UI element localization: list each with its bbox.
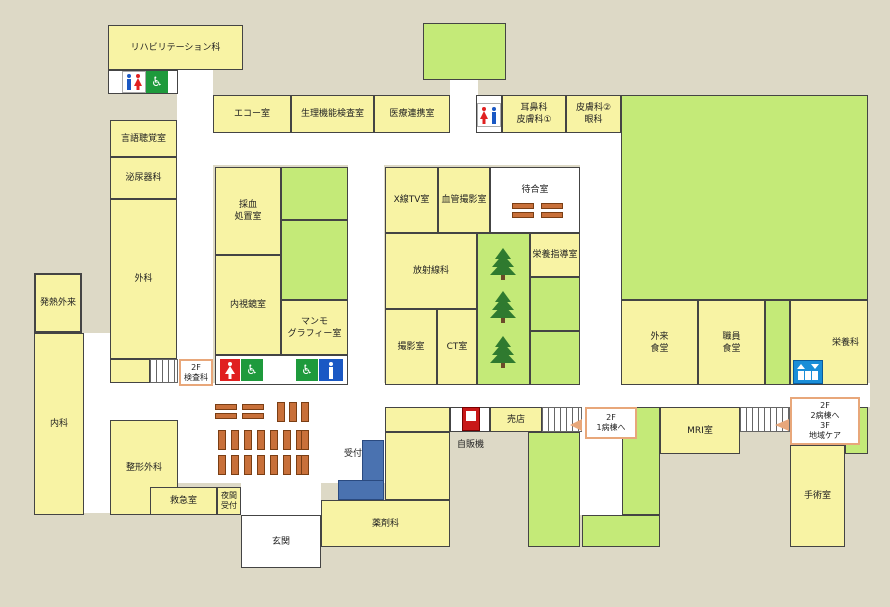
stairs-west	[150, 359, 178, 383]
garden-inner-3	[530, 277, 580, 331]
callout-exam-2f[interactable]: 2F 検査科	[179, 359, 213, 386]
corridor	[84, 333, 110, 513]
toilet-icon	[319, 359, 343, 381]
bench-icon	[301, 455, 309, 475]
corridor	[450, 80, 478, 135]
room-small-sw	[110, 359, 150, 383]
corridor	[348, 165, 384, 385]
room-photo: 撮影室	[385, 309, 437, 385]
arrow-ward2	[775, 419, 789, 431]
room-pharmacy: 薬剤科	[321, 500, 450, 547]
bench-icon	[242, 404, 264, 410]
room-rehab: リハビリテーション科	[108, 25, 243, 70]
room-shop: 売店	[490, 407, 542, 432]
bench-icon	[244, 455, 252, 475]
room-angio: 血管撮影室	[438, 167, 490, 233]
bench-icon	[301, 402, 309, 422]
room-endoscopy: 内視鏡室	[215, 255, 281, 355]
bench-icon	[257, 455, 265, 475]
garden-inner-2	[281, 220, 348, 300]
bench-icon	[512, 203, 534, 209]
room-ent: 耳鼻科 皮膚科①	[502, 95, 566, 133]
bench-icon	[283, 455, 291, 475]
vending-label: 自販機	[457, 440, 485, 450]
bench-icon	[218, 455, 226, 475]
room-mri: MRI室	[660, 407, 740, 454]
room-mammo: マンモ グラフィー室	[281, 300, 348, 355]
bench-icon	[231, 430, 239, 450]
garden-south-3	[582, 515, 660, 547]
room-liaison: 医療連携室	[374, 95, 450, 133]
room-blood: 採血 処置室	[215, 167, 281, 255]
room-south-2	[385, 432, 450, 500]
corridor	[177, 68, 213, 393]
bench-icon	[218, 430, 226, 450]
room-hearing: 言語聴覚室	[110, 120, 177, 157]
wheelchair-icon: ♿	[146, 71, 168, 93]
room-xray-tv: X線TV室	[385, 167, 438, 233]
bench-icon	[270, 455, 278, 475]
bench-icon	[512, 212, 534, 218]
room-staff-cafe: 職員 食堂	[698, 300, 765, 385]
garden-south-1	[528, 432, 580, 547]
callout-ward1[interactable]: 2F 1病棟へ	[585, 407, 637, 439]
room-radiology: 放射線科	[385, 233, 477, 309]
bench-icon	[270, 430, 278, 450]
wheelchair-icon: ♿	[296, 359, 318, 381]
bench-icon	[301, 430, 309, 450]
bench-icon	[277, 402, 285, 422]
garden-east	[621, 95, 868, 300]
garden-inner-4	[530, 331, 580, 385]
room-emergency: 救急室	[150, 487, 217, 515]
bench-icon	[242, 413, 264, 419]
bench-icon	[215, 404, 237, 410]
room-fever: 発熱外来	[34, 273, 82, 333]
bench-icon	[215, 413, 237, 419]
tree-icon	[490, 291, 516, 323]
vending-machine-icon	[462, 407, 480, 431]
garden-inner-1	[281, 167, 348, 220]
bench-icon	[541, 203, 563, 209]
room-outpatient-cafe: 外来 食堂	[621, 300, 698, 385]
room-night: 夜間 受付	[217, 487, 241, 515]
room-internal: 内科	[34, 333, 84, 515]
reception-counter-base	[338, 480, 384, 500]
room-ct: CT室	[437, 309, 477, 385]
room-echo: エコー室	[213, 95, 291, 133]
room-urology: 泌尿器科	[110, 157, 177, 199]
bench-icon	[283, 430, 291, 450]
elevator-icon	[793, 360, 823, 384]
bench-icon	[231, 455, 239, 475]
tree-icon	[490, 248, 516, 280]
room-surgery: 外科	[110, 199, 177, 359]
room-waiting-label: 待合室	[521, 185, 549, 195]
bench-icon	[541, 212, 563, 218]
room-nutrition-guide: 栄養指導室	[530, 233, 580, 277]
reception-label: 受付	[344, 449, 363, 459]
room-nutrition-label: 栄養科	[831, 337, 859, 348]
garden-strip	[765, 300, 790, 385]
bench-icon	[244, 430, 252, 450]
room-south-1	[385, 407, 450, 432]
corridor	[177, 133, 621, 165]
room-derm2: 皮膚科② 眼科	[566, 95, 621, 133]
toilet-icon	[122, 71, 146, 93]
bench-icon	[289, 402, 297, 422]
arrow-ward1	[570, 419, 582, 431]
room-physio: 生理機能検査室	[291, 95, 374, 133]
corridor	[580, 165, 622, 515]
garden-top	[423, 23, 506, 80]
toilet-icon	[220, 359, 240, 381]
room-entrance: 玄関	[241, 515, 321, 568]
toilet-icon	[477, 103, 501, 127]
callout-ward2[interactable]: 2F 2病棟へ 3F 地域ケア	[790, 397, 860, 445]
room-operating: 手術室	[790, 445, 845, 547]
tree-icon	[490, 336, 516, 368]
wheelchair-icon: ♿	[241, 359, 263, 381]
room-waiting: 待合室	[490, 167, 580, 233]
bench-icon	[257, 430, 265, 450]
